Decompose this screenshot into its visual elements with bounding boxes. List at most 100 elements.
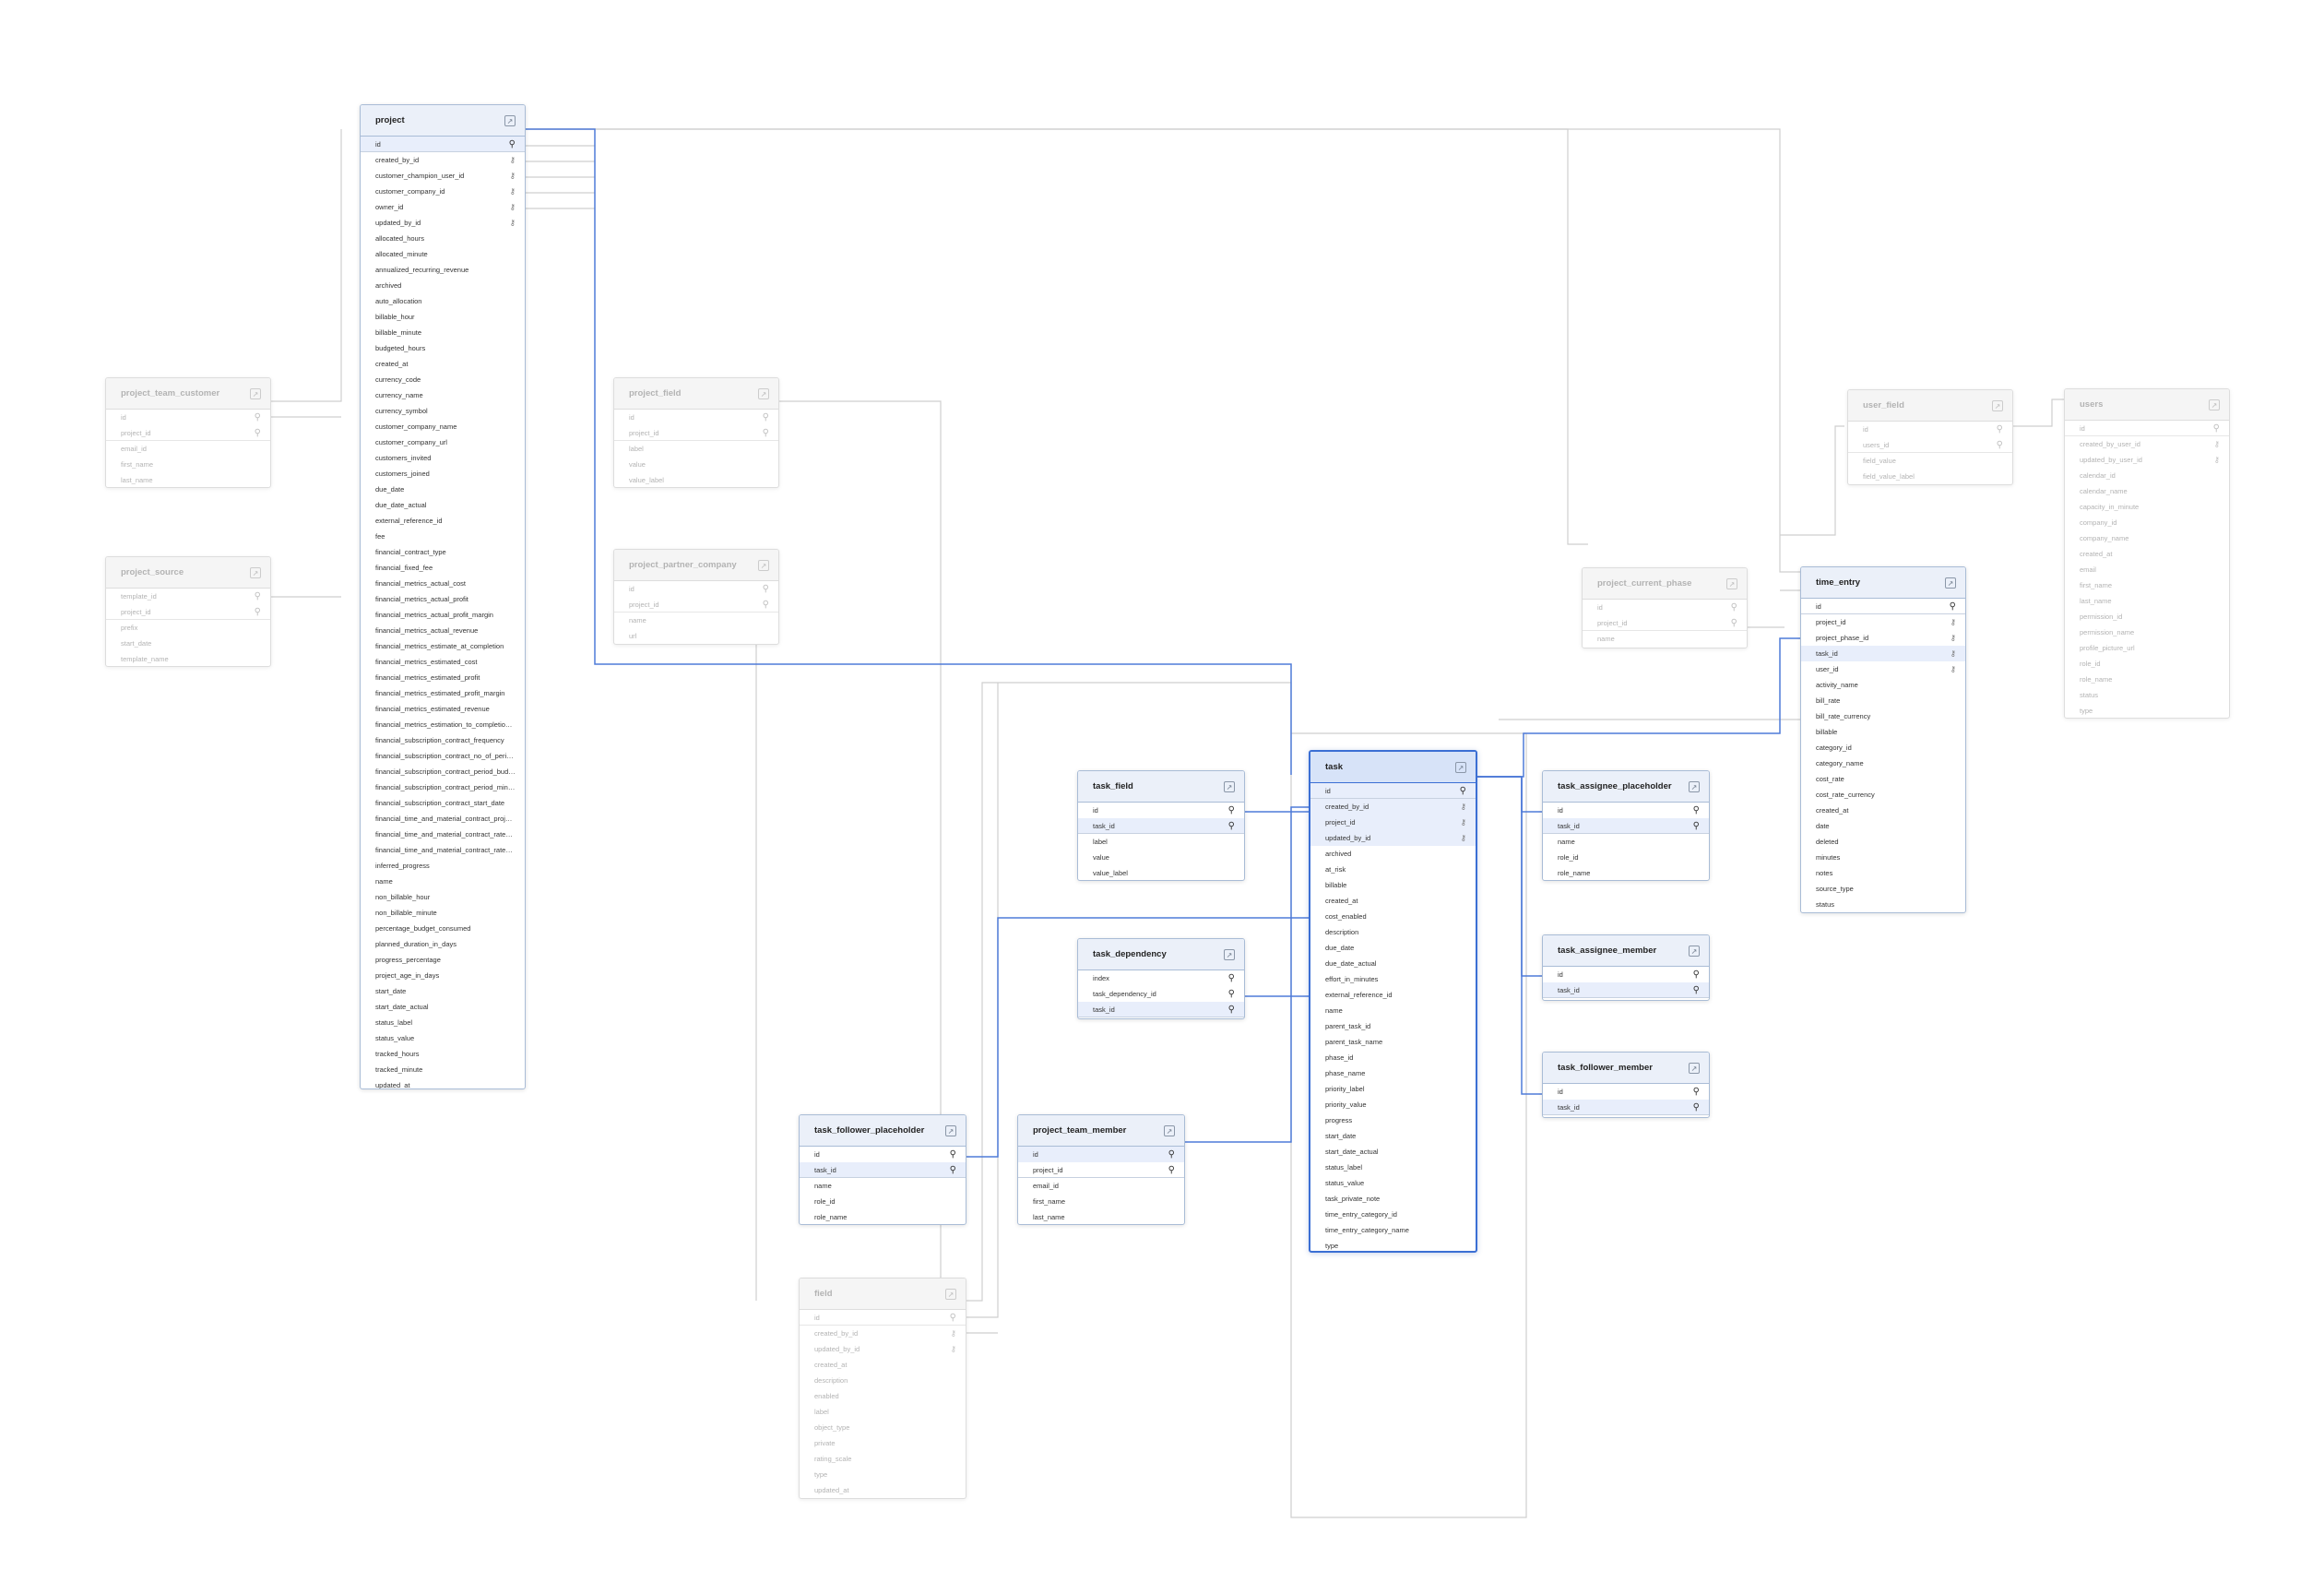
column-row[interactable]: id⚲ xyxy=(1543,803,1709,818)
column-row[interactable]: annualized_recurring_revenue xyxy=(361,262,525,278)
column-row[interactable]: financial_metrics_estimated_revenue xyxy=(361,701,525,717)
column-row[interactable]: start_date xyxy=(361,983,525,999)
column-row[interactable]: source_type xyxy=(1801,881,1965,897)
column-row[interactable]: name xyxy=(1310,1003,1476,1018)
column-row[interactable]: non_billable_hour xyxy=(361,889,525,905)
table-header[interactable]: task_dependency↗ xyxy=(1078,939,1244,970)
column-row[interactable]: due_date xyxy=(361,482,525,497)
column-row[interactable]: billable_minute xyxy=(361,325,525,340)
table-header[interactable]: project↗ xyxy=(361,105,525,137)
index-row[interactable]: (unique)_*Multiple fields xyxy=(800,1498,966,1499)
index-row[interactable]: (index, task_dependency_id, task_id) xyxy=(1078,1017,1244,1018)
column-row[interactable]: financial_metrics_actual_cost xyxy=(361,576,525,591)
table-project[interactable]: project↗id⚲created_by_id⚷customer_champi… xyxy=(360,104,526,1089)
column-row[interactable]: template_id⚲ xyxy=(106,589,270,604)
expand-icon[interactable]: ↗ xyxy=(758,387,769,399)
column-row[interactable]: financial_metrics_estimated_profit_margi… xyxy=(361,685,525,701)
column-row[interactable]: project_id⚲ xyxy=(614,597,778,613)
column-row[interactable]: customer_company_id⚷ xyxy=(361,184,525,199)
table-project-source[interactable]: project_source↗template_id⚲project_id⚲pr… xyxy=(105,556,271,667)
column-row[interactable]: name xyxy=(800,1178,966,1194)
column-row[interactable]: type xyxy=(2065,703,2229,718)
table-header[interactable]: project_field↗ xyxy=(614,378,778,410)
column-row[interactable]: financial_subscription_contract_start_da… xyxy=(361,795,525,811)
column-row[interactable]: bill_rate xyxy=(1801,693,1965,708)
column-row[interactable]: type xyxy=(800,1467,966,1482)
column-row[interactable]: description xyxy=(800,1373,966,1388)
table-field[interactable]: field↗id⚲created_by_id⚷updated_by_id⚷cre… xyxy=(799,1278,966,1499)
column-row[interactable]: role_name xyxy=(800,1209,966,1224)
column-row[interactable]: percentage_budget_consumed xyxy=(361,921,525,936)
column-row[interactable]: financial_metrics_actual_profit xyxy=(361,591,525,607)
column-row[interactable]: priority_label xyxy=(1310,1081,1476,1097)
column-row[interactable]: task_dependency_id⚲ xyxy=(1078,986,1244,1002)
column-row[interactable]: field_value_label xyxy=(1848,469,2012,484)
column-row[interactable]: email_id xyxy=(106,441,270,457)
column-row[interactable]: id⚲ xyxy=(1543,967,1709,982)
column-row[interactable]: start_date_actual xyxy=(1310,1144,1476,1160)
column-row[interactable]: first_name xyxy=(106,457,270,472)
column-row[interactable]: updated_by_id⚷ xyxy=(1310,830,1476,846)
table-header[interactable]: time_entry↗ xyxy=(1801,567,1965,599)
column-row[interactable]: currency_code xyxy=(361,372,525,387)
column-row[interactable]: task_id⚲ xyxy=(1543,818,1709,834)
column-row[interactable]: value xyxy=(614,457,778,472)
column-row[interactable]: id⚲ xyxy=(614,410,778,425)
expand-icon[interactable]: ↗ xyxy=(758,559,769,571)
column-row[interactable]: name xyxy=(1543,834,1709,850)
column-row[interactable]: project_id⚲ xyxy=(1583,615,1747,631)
column-row[interactable]: financial_time_and_material_contract_rat… xyxy=(361,842,525,858)
expand-icon[interactable]: ↗ xyxy=(2209,398,2220,410)
column-row[interactable]: allocated_hours xyxy=(361,231,525,246)
column-row[interactable]: capacity_in_minute xyxy=(2065,499,2229,515)
column-row[interactable]: archived xyxy=(1310,846,1476,862)
table-time-entry[interactable]: time_entry↗id⚲project_id⚷project_phase_i… xyxy=(1800,566,1966,913)
expand-icon[interactable]: ↗ xyxy=(1689,780,1700,792)
expand-icon[interactable]: ↗ xyxy=(1224,948,1235,960)
column-row[interactable]: archived xyxy=(361,278,525,293)
column-row[interactable]: financial_fixed_fee xyxy=(361,560,525,576)
column-row[interactable]: company_id xyxy=(2065,515,2229,530)
column-row[interactable]: prefix xyxy=(106,620,270,636)
column-row[interactable]: updated_at xyxy=(1801,912,1965,913)
column-row[interactable]: customers_invited xyxy=(361,450,525,466)
column-row[interactable]: cost_rate_currency xyxy=(1801,787,1965,803)
column-row[interactable]: created_at xyxy=(800,1357,966,1373)
table-task-follower-placeholder[interactable]: task_follower_placeholder↗id⚲task_id⚲nam… xyxy=(799,1114,966,1225)
column-row[interactable]: status xyxy=(2065,687,2229,703)
column-row[interactable]: task_id⚲ xyxy=(1543,1100,1709,1115)
table-header[interactable]: project_team_customer↗ xyxy=(106,378,270,410)
column-row[interactable]: last_name xyxy=(1018,1209,1184,1224)
column-row[interactable]: role_id xyxy=(2065,656,2229,672)
column-row[interactable]: description xyxy=(1310,924,1476,940)
column-row[interactable]: id⚲ xyxy=(614,581,778,597)
column-row[interactable]: rating_scale xyxy=(800,1451,966,1467)
column-row[interactable]: name xyxy=(361,874,525,889)
column-row[interactable]: id⚲ xyxy=(2065,421,2229,436)
column-row[interactable]: budgeted_hours xyxy=(361,340,525,356)
expand-icon[interactable]: ↗ xyxy=(1689,1062,1700,1074)
column-row[interactable]: company_name xyxy=(2065,530,2229,546)
column-row[interactable]: customers_joined xyxy=(361,466,525,482)
column-row[interactable]: task_id⚲ xyxy=(800,1162,966,1178)
column-row[interactable]: created_at xyxy=(1310,893,1476,909)
column-row[interactable]: category_name xyxy=(1801,755,1965,771)
table-header[interactable]: task_assignee_member↗ xyxy=(1543,935,1709,967)
column-row[interactable]: created_at xyxy=(361,356,525,372)
column-row[interactable]: status_label xyxy=(361,1015,525,1030)
column-row[interactable]: created_by_user_id⚷ xyxy=(2065,436,2229,452)
column-row[interactable]: users_id⚲ xyxy=(1848,437,2012,453)
index-row[interactable]: (id, task_id) xyxy=(1543,998,1709,1000)
column-row[interactable]: minutes xyxy=(1801,850,1965,865)
expand-icon[interactable]: ↗ xyxy=(1224,780,1235,792)
column-row[interactable]: value_label xyxy=(1078,865,1244,880)
column-row[interactable]: project_id⚷ xyxy=(1801,614,1965,630)
column-row[interactable]: activity_name xyxy=(1801,677,1965,693)
column-row[interactable]: email xyxy=(2065,562,2229,577)
column-row[interactable]: inferred_progress xyxy=(361,858,525,874)
column-row[interactable]: billable_hour xyxy=(361,309,525,325)
table-task-dependency[interactable]: task_dependency↗index⚲task_dependency_id… xyxy=(1077,938,1245,1019)
column-row[interactable]: start_date_actual xyxy=(361,999,525,1015)
